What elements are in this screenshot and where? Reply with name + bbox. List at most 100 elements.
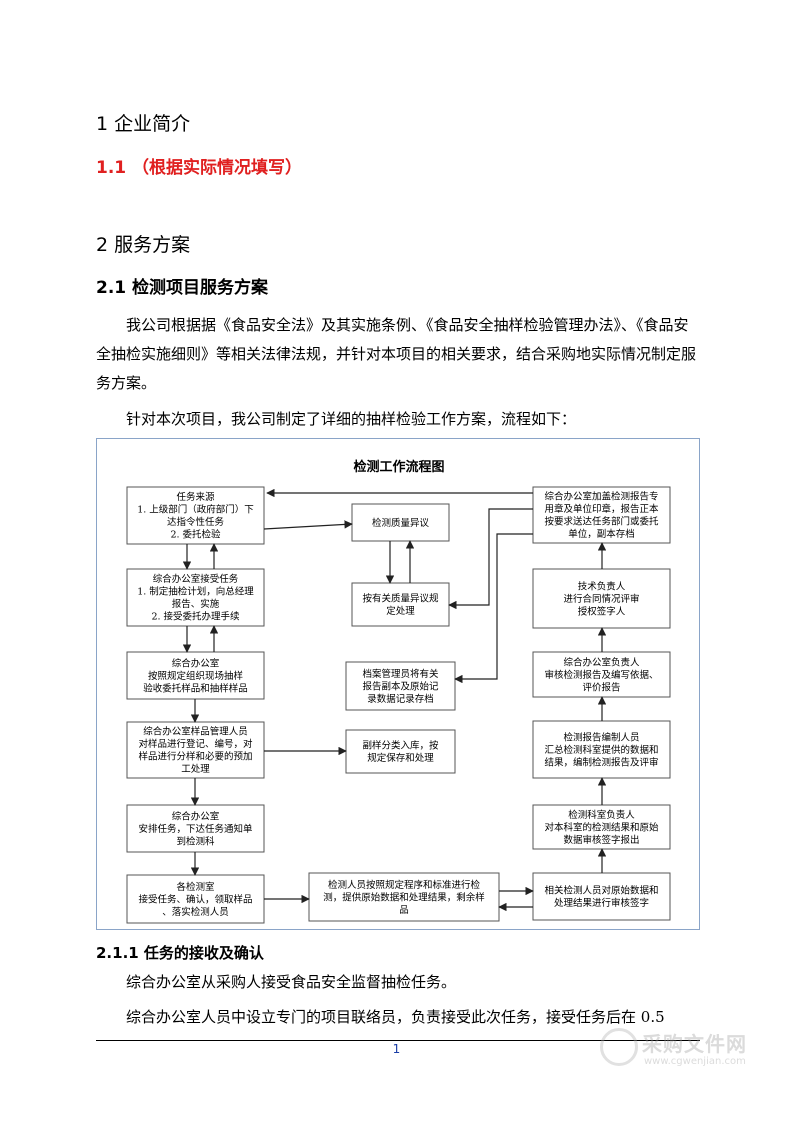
flow-box-border xyxy=(345,661,456,711)
flow-box-text: 1. 制定抽检计划，向总经理 xyxy=(137,586,254,598)
flow-box-text: 检测人员按照规定程序和标准进行检 xyxy=(328,879,481,891)
flow-box-text: 测，提供原始数据和处理结果，剩余样 xyxy=(323,891,485,903)
heading-2: 2 服务方案 xyxy=(96,234,191,256)
flow-box-text: 综合办公室样品管理人员 xyxy=(143,726,248,738)
watermark: 采购文件网 www.cgwenjian.com xyxy=(592,1026,752,1076)
paragraph-intro: 我公司根据据《食品安全法》及其实施条例、《食品安全抽样检验管理办法》、《食品安全… xyxy=(96,316,697,392)
flow-arrow xyxy=(263,520,353,530)
flow-box-text: 达指令性任务 xyxy=(167,516,225,528)
flow-box-text: 检测质量异议 xyxy=(372,517,430,529)
flow-box-right-r1: 综合办公室加盖检测报告专用章及单位印章，报告正本按要求送达任务部门或委托单位，副… xyxy=(532,486,671,544)
flow-box-border xyxy=(126,486,265,545)
flow-box-text: 用章及单位印章，报告正本 xyxy=(544,503,659,515)
watermark-name: 采购文件网 xyxy=(642,1032,747,1056)
flow-box-text: 进行合同情况评审 xyxy=(563,593,639,605)
watermark-url: www.cgwenjian.com xyxy=(644,1056,746,1067)
flow-box-border xyxy=(532,872,671,921)
flow-box-text: 1. 上级部门（政府部门）下 xyxy=(137,504,254,516)
flow-box-text: 审核检测报告及编写依据、 xyxy=(544,669,658,681)
heading-2-1: 2.1 检测项目服务方案 xyxy=(96,278,269,298)
flow-box-middle-m1: 检测质量异议 xyxy=(351,503,450,542)
flow-box-text: 各检测室 xyxy=(176,881,214,893)
flow-box-text: 接受任务、确认，领取样品 xyxy=(138,893,252,905)
flow-box-text: 对本科室的检测结果和原始 xyxy=(544,821,659,833)
flow-box-text: 按照规定组织现场抽样 xyxy=(148,670,243,682)
flow-box-text: 到检测科 xyxy=(176,835,215,847)
flow-box-text: 综合办公室 xyxy=(172,657,220,669)
watermark-logo-icon xyxy=(600,1028,638,1066)
flow-box-border xyxy=(351,582,450,627)
flow-box-text: 综合办公室 xyxy=(172,810,220,822)
page-number: 1 xyxy=(392,1042,401,1056)
paragraph-liaison: 综合办公室人员中设立专门的项目联络员，负责接受此次任务，接受任务后在 0.5 xyxy=(126,1008,665,1026)
heading-1: 1 企业简介 xyxy=(96,113,191,135)
flow-box-text: 按要求送达任务部门或委托 xyxy=(544,516,659,528)
flow-box-text: 按有关质量异议规 xyxy=(362,593,439,605)
flow-box-border xyxy=(126,874,265,924)
flow-box-text: 对样品进行登记、编号，对 xyxy=(138,738,253,750)
flow-box-text: 数据审核签字报出 xyxy=(563,834,639,846)
flow-box-text: 样品进行分样和必要的预加 xyxy=(138,751,252,763)
flow-box-text: 任务来源 xyxy=(176,491,215,503)
flow-box-text: 安排任务，下达任务通知单 xyxy=(138,823,253,835)
flow-box-text: 单位，副本存档 xyxy=(568,528,635,540)
flow-box-text: 综合办公室接受任务 xyxy=(153,573,239,585)
flow-box-text: 定处理 xyxy=(386,605,415,617)
flow-box-text: 、落实检测人员 xyxy=(162,906,229,918)
flow-box-text: 报告、实施 xyxy=(172,598,220,610)
flow-box-text: 结果，编制检测报告及评审 xyxy=(544,756,658,768)
flow-box-text: 汇总检测科室提供的数据和 xyxy=(544,744,658,756)
flow-box-text: 录数据记录存档 xyxy=(367,693,434,705)
flow-box-text: 规定保存和处理 xyxy=(367,752,434,764)
flow-box-border xyxy=(532,568,671,629)
flow-box-text: 验收委托样品和抽样样品 xyxy=(143,682,248,694)
flow-box-text: 综合办公室负责人 xyxy=(563,656,640,668)
flow-arrow xyxy=(454,533,533,684)
flow-box-text: 综合办公室加盖检测报告专 xyxy=(544,491,658,503)
flow-arrow xyxy=(448,508,533,610)
flow-box-text: 档案管理员将有关 xyxy=(362,668,439,680)
flow-box-text: 2. 接受委托办理手续 xyxy=(151,611,240,623)
flow-box-text: 检测报告编制人员 xyxy=(563,731,639,743)
flow-box-border xyxy=(126,651,265,700)
flow-box-text: 相关检测人员对原始数据和 xyxy=(544,885,658,897)
flow-box-text: 副样分类入库，按 xyxy=(362,740,439,752)
flow-box-border xyxy=(532,720,671,779)
flow-box-text: 工处理 xyxy=(181,763,210,775)
flow-box-text: 品 xyxy=(399,905,409,916)
flow-box-text: 报告副本及原始记 xyxy=(362,680,439,692)
flow-box-border xyxy=(532,486,671,544)
flowchart-title: 检测工作流程图 xyxy=(353,459,444,475)
flow-box-text: 技术负责人 xyxy=(578,580,626,592)
heading-1-1: 1.1 （根据实际情况填写） xyxy=(96,158,303,178)
flow-box-border xyxy=(351,503,450,542)
footer-divider xyxy=(96,1040,700,1041)
flow-box-text: 评价报告 xyxy=(582,681,620,693)
flow-box-text: 授权签字人 xyxy=(578,605,626,617)
flow-box-text: 处理结果进行审核签字 xyxy=(554,897,649,909)
heading-2-1-1: 2.1.1 任务的接收及确认 xyxy=(96,944,264,962)
flow-box-border xyxy=(126,721,265,779)
flow-box-border xyxy=(126,568,265,627)
flow-box-border xyxy=(532,651,671,698)
flow-box-border xyxy=(345,729,456,774)
paragraph-flow-intro: 针对本次项目，我公司制定了详细的抽样检验工作方案，流程如下： xyxy=(126,410,577,428)
flow-box-text: 2. 委托检验 xyxy=(170,529,221,541)
